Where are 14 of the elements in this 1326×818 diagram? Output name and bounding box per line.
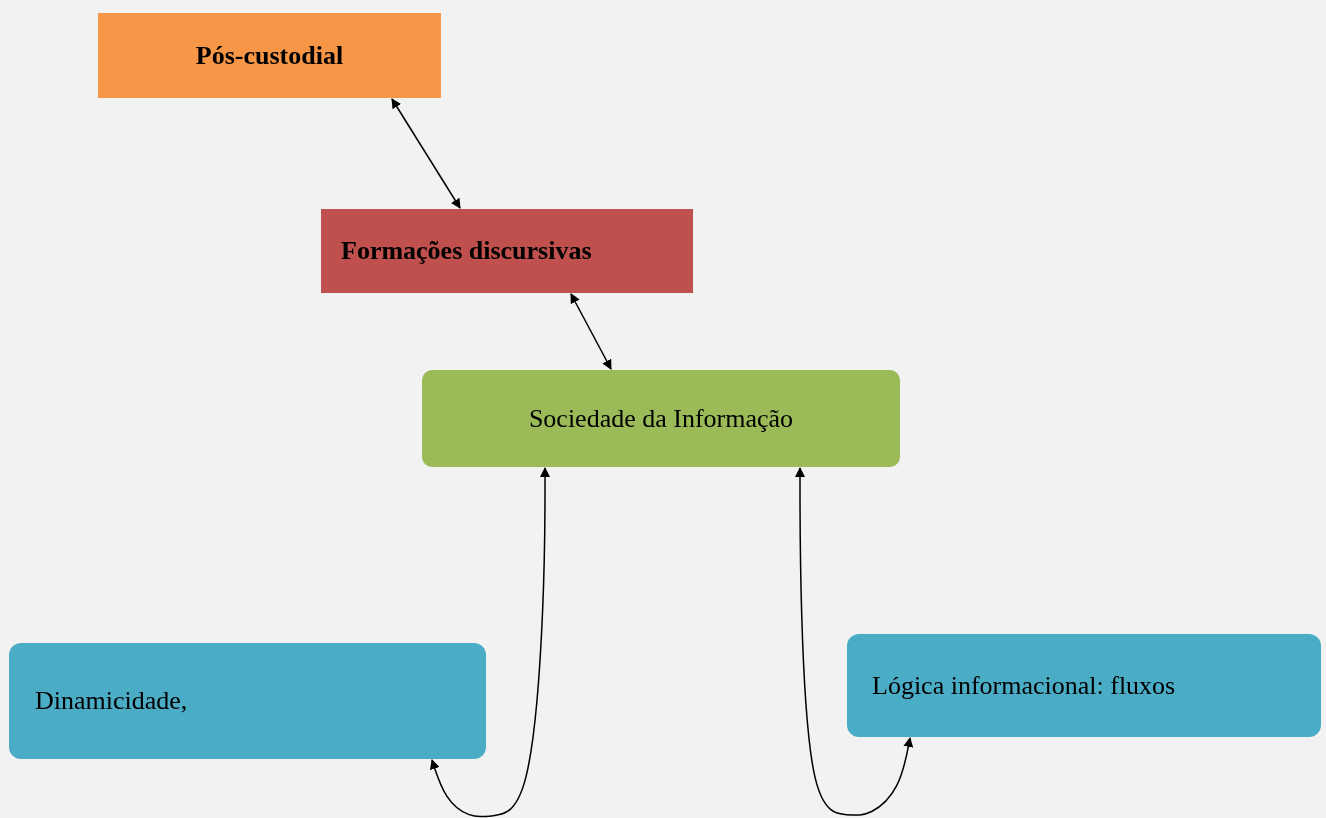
concept-box xyxy=(422,370,900,467)
box-label: Sociedade da Informação xyxy=(528,403,794,434)
concept-box xyxy=(98,13,441,98)
concept-box xyxy=(321,209,693,293)
concept-box xyxy=(847,634,1321,737)
box-label: Dinamicidade, xyxy=(35,686,188,716)
box-label: Lógica informacional: fluxos xyxy=(872,670,1176,701)
arrow xyxy=(795,467,914,816)
arrow xyxy=(570,293,612,370)
box-label: Pós-custodial xyxy=(195,40,344,71)
concept-box xyxy=(9,643,486,759)
arrow xyxy=(430,467,550,818)
box-label: Formações discursivas xyxy=(341,236,592,266)
arrow xyxy=(391,98,461,209)
